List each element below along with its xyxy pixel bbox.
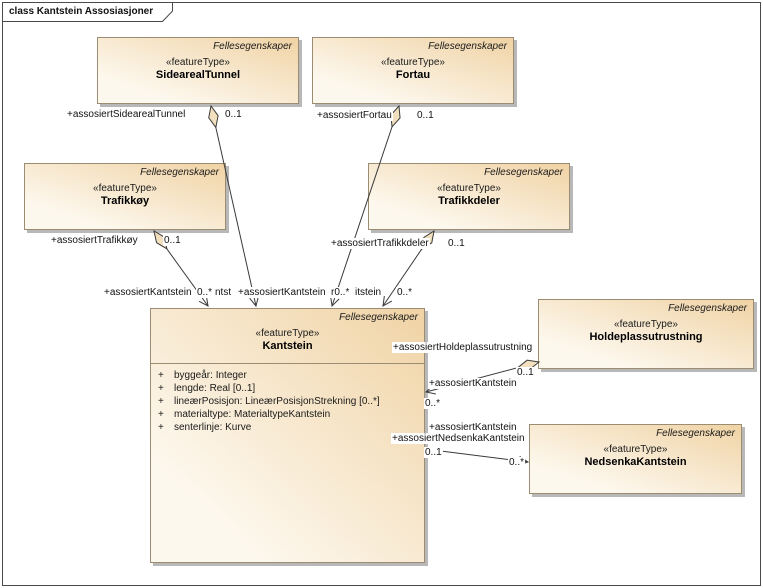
kantstein-end-label-fragment: r0..*: [330, 287, 351, 298]
kantstein-end-label-fragment: +assosiertKantstein: [237, 287, 327, 298]
attribute-text: senterlinje: Kurve: [174, 422, 252, 433]
class-trafikkdeler[interactable]: Fellesegenskaper «featureType» Trafikkde…: [368, 163, 570, 230]
role-label-trafikkoy: +assosiertTrafikkøy: [50, 235, 139, 246]
role-label-sidearealtunnel: +assosiertSidearealTunnel: [66, 109, 187, 120]
attribute-row: + byggeår: Integer: [151, 369, 424, 382]
attribute-text: lengde: Real [0..1]: [174, 383, 256, 394]
kantstein-end-label-fragment: +assosiertKantstein: [103, 287, 193, 298]
stereotype-label: «featureType»: [614, 319, 678, 330]
multiplicity-label: 0..1: [163, 235, 182, 246]
package-label: Fellesegenskaper: [339, 312, 418, 323]
class-nedsenkakantstein[interactable]: Fellesegenskaper «featureType» NedsenkaK…: [529, 424, 742, 494]
multiplicity-label: 0..*: [508, 457, 526, 468]
role-label-nedsenkakantstein: +assosiertNedsenkaKantstein: [391, 433, 526, 444]
multiplicity-label: 0..1: [424, 447, 443, 458]
diagram-title: class Kantstein Assosiasjoner: [9, 6, 154, 17]
kantstein-end-label-fragment: itstein: [354, 287, 383, 298]
multiplicity-label: 0..1: [224, 109, 243, 120]
stereotype-label: «featureType»: [381, 57, 445, 68]
stereotype-label: «featureType»: [437, 183, 501, 194]
title-tab-shape: [2, 2, 173, 22]
role-label-kantstein: +assosiertKantstein: [428, 422, 518, 433]
attribute-row: + senterlinje: Kurve: [151, 421, 424, 434]
class-name: Trafikkdeler: [438, 195, 500, 207]
attribute-visibility: +: [158, 383, 164, 394]
class-kantstein[interactable]: Fellesegenskaper «featureType» Kantstein…: [150, 308, 425, 563]
package-label: Fellesegenskaper: [213, 41, 292, 52]
role-label-holdeplassutrustning: +assosiertHoldeplassutrustning: [392, 342, 534, 353]
attribute-text: byggeår: Integer: [174, 370, 247, 381]
attribute-row: + lengde: Real [0..1]: [151, 382, 424, 395]
stereotype-label: «featureType»: [255, 328, 320, 339]
attribute-visibility: +: [158, 422, 164, 433]
package-label: Fellesegenskaper: [140, 167, 219, 178]
diagram-title-tab: [2, 2, 173, 22]
attribute-text: materialtype: MaterialtypeKantstein: [174, 409, 331, 420]
kantstein-end-label-fragment: 0..*: [196, 287, 214, 298]
class-name: Fortau: [395, 69, 431, 81]
kantstein-end-label-fragment: ntst: [214, 287, 233, 298]
class-name: Holdeplassutrustning: [589, 331, 703, 343]
class-sidearealtunnel[interactable]: Fellesegenskaper «featureType» Sideareal…: [97, 37, 299, 104]
multiplicity-label: 0..*: [424, 398, 442, 409]
role-label-kantstein: +assosiertKantstein: [428, 378, 518, 389]
attribute-row: + materialtype: MaterialtypeKantstein: [151, 408, 424, 421]
kantstein-end-label-fragment: 0..*: [396, 287, 414, 298]
class-name: Trafikkøy: [100, 195, 150, 207]
stereotype-label: «featureType»: [603, 444, 668, 455]
class-trafikkoy[interactable]: Fellesegenskaper «featureType» Trafikkøy: [24, 163, 226, 230]
multiplicity-label: 0..1: [516, 367, 535, 378]
attribute-visibility: +: [158, 396, 164, 407]
stereotype-label: «featureType»: [93, 183, 157, 194]
class-name: SidearealTunnel: [155, 69, 241, 81]
role-label-trafikkdeler: +assosiertTrafikkdeler: [330, 238, 430, 249]
attribute-text: lineærPosisjon: LineærPosisjonStrekning …: [174, 396, 380, 407]
class-name: NedsenkaKantstein: [584, 456, 687, 468]
class-name: Kantstein: [262, 340, 313, 352]
package-label: Fellesegenskaper: [656, 428, 735, 439]
multiplicity-label: 0..1: [447, 238, 466, 249]
stereotype-label: «featureType»: [166, 57, 230, 68]
attribute-visibility: +: [158, 409, 164, 420]
role-label-fortau: +assosiertFortau: [316, 110, 393, 121]
package-label: Fellesegenskaper: [484, 167, 563, 178]
class-holdeplassutrustning[interactable]: Fellesegenskaper «featureType» Holdeplas…: [538, 299, 754, 369]
package-label: Fellesegenskaper: [428, 41, 507, 52]
class-fortau[interactable]: Fellesegenskaper «featureType» Fortau: [312, 37, 514, 104]
package-label: Fellesegenskaper: [668, 303, 747, 314]
attribute-visibility: +: [158, 370, 164, 381]
multiplicity-label: 0..1: [416, 110, 435, 121]
attribute-row: + lineærPosisjon: LineærPosisjonStreknin…: [151, 395, 424, 408]
attribute-compartment: + byggeår: Integer + lengde: Real [0..1]…: [151, 363, 424, 562]
